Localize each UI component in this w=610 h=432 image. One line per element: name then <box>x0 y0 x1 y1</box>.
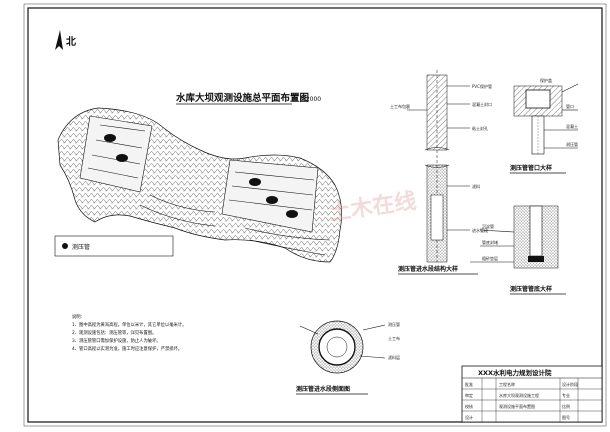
mouth-annotation: 混凝土 <box>566 123 578 129</box>
frame-line <box>23 3 607 427</box>
side-annotation: 滤料层 <box>388 354 400 360</box>
outer-border <box>27 7 603 423</box>
structure-annotation: 粘土封孔 <box>472 125 488 131</box>
tb-cell: 设计阶段 <box>562 381 578 387</box>
watermark-text: 土木在线 <box>327 188 418 226</box>
note-line: 1、图中高程为黄海高程，单位以米计，其它单位以毫米计。 <box>72 321 186 328</box>
tb-cell: 图号 <box>562 414 570 420</box>
site-plan <box>57 107 342 263</box>
main-title: 水库大坝观测设施总平面布置图 <box>176 92 309 104</box>
section-structure-title: 测压管进水段结构大样 <box>398 265 458 273</box>
side-annotation: 土工布 <box>388 335 400 341</box>
upper-pipe-section <box>426 74 448 151</box>
title-block: XXX水利电力规划设计院 批准 工程名称 设计阶段 审定 水库大坝观测设施工程 … <box>461 365 603 423</box>
bottom-plug <box>528 256 544 262</box>
tb-cell: 专业 <box>562 392 570 398</box>
legend-box <box>54 235 174 257</box>
main-scale: 1:2000 <box>300 96 321 103</box>
pipe-bottom-title: 测压管管底大样 <box>510 285 552 293</box>
piezometer-marker <box>266 196 278 204</box>
bottom-annotation: 管底封堵 <box>482 239 498 245</box>
structure-detail: PVC保护管 混凝土封口 粘土封孔 滤料 进水管段 土工布包裹 测压管进水段结构… <box>390 70 492 275</box>
pipe-bottom-detail: 沉淀管 管底封堵 粗砂垫层 测压管管底大样 <box>470 205 566 295</box>
legend: 测压管 <box>54 235 174 257</box>
intake-pipe <box>430 194 444 241</box>
company-name: XXX水利电力规划设计院 <box>478 368 552 377</box>
legend-label: 测压管 <box>72 243 90 251</box>
side-pipe <box>326 336 348 358</box>
mouth-annotation: 管口 <box>566 103 574 109</box>
tb-cell: 校核 <box>465 403 473 409</box>
piezometer-marker <box>116 154 128 162</box>
structure-annotation: 滤料 <box>472 183 480 189</box>
title-block-frame <box>461 365 603 423</box>
north-label: 北 <box>66 35 76 48</box>
mouth-annotation: 保护盖 <box>540 77 552 83</box>
tb-cell: 设计 <box>465 414 473 420</box>
bottom-annotation: 沉淀管 <box>482 223 494 229</box>
north-arrow: 北 <box>55 30 76 50</box>
note-line: 3、测压管管口需加保护设施，防止人为破坏。 <box>72 337 161 344</box>
side-annotation: 测压管 <box>388 321 400 327</box>
bottom-pipe <box>529 205 543 257</box>
pipe-mouth-detail: 保护盖 管口 混凝土 测压管 测压管管口大样 <box>510 77 579 174</box>
section-side-view: 测压管 土工布 滤料层 测压管进水段侧面图 <box>296 320 400 395</box>
tb-cell: 观测设施平面布置图 <box>499 403 535 409</box>
structure-annotation: 混凝土封口 <box>472 101 492 107</box>
structure-annotation: 土工布包裹 <box>390 103 410 109</box>
tb-cell: 工程名称 <box>499 381 515 387</box>
tb-cell: 水库大坝观测设施工程 <box>499 392 539 398</box>
pipe-mouth-title: 测压管管口大样 <box>510 164 552 172</box>
bottom-annotation: 粗砂垫层 <box>482 255 498 261</box>
section-side-title: 测压管进水段侧面图 <box>296 385 350 393</box>
piezometer-marker <box>286 210 298 218</box>
tb-cell: 比例 <box>562 403 570 409</box>
dam-left <box>79 115 153 193</box>
note-line: 2、观测设施包括：测压管等，详见布置图。 <box>72 329 156 336</box>
mouth-annotation: 测压管 <box>566 141 578 147</box>
structure-annotation: PVC保护管 <box>472 83 492 89</box>
side-inner-ring <box>318 328 356 366</box>
piezometer-marker <box>249 178 261 186</box>
piezometer-legend-icon <box>62 243 68 249</box>
piezometer-marker <box>104 134 116 142</box>
tb-cell: 批准 <box>465 381 473 387</box>
note-line: 说明： <box>72 313 85 320</box>
north-arrow-icon <box>55 30 63 50</box>
note-line: 4、管口高程以实测为准，施工时应注意保护，严禁损坏。 <box>72 345 182 352</box>
tb-cell: 审定 <box>465 392 473 398</box>
mouth-cap <box>525 89 551 109</box>
notes: 说明： 1、图中高程为黄海高程，单位以米计，其它单位以毫米计。 2、观测设施包括… <box>72 313 186 352</box>
